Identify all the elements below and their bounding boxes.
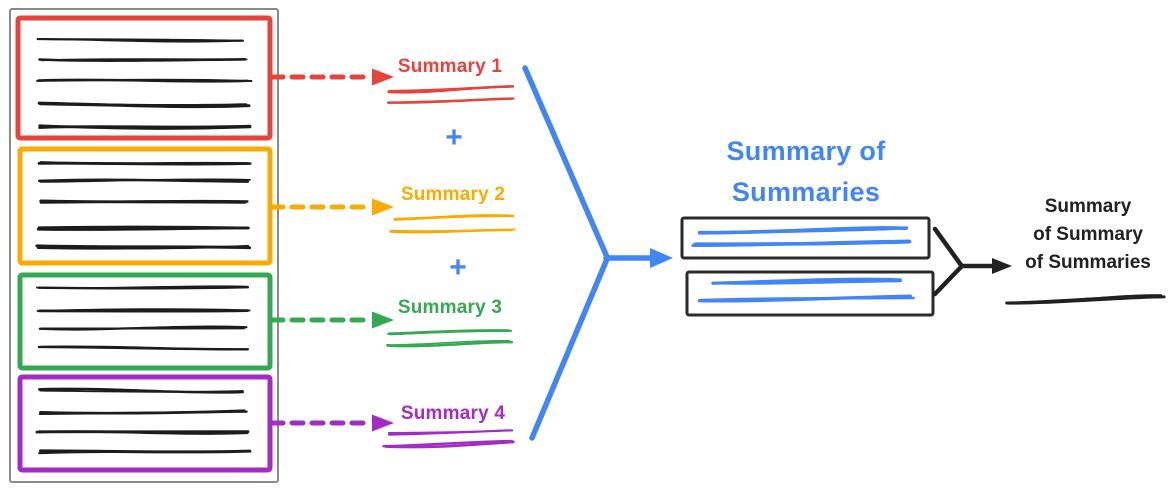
chunk-summary-scribble-2 [389, 214, 516, 234]
summary-of-summaries-title-line-2: Summaries [731, 177, 881, 207]
summary-of-summaries-box-2 [685, 270, 935, 317]
summary-of-summaries-title: Summary of Summaries [688, 131, 924, 213]
summary-of-summaries-box-1 [680, 216, 931, 260]
chunk-box-1-text-scribbles [36, 37, 253, 130]
plus-operator-1: + [445, 121, 463, 154]
blue-merge-arrow [522, 65, 673, 441]
dashed-arrow-chunk-1 [269, 68, 394, 86]
summary-of-summaries-title-line-1: Summary of [726, 136, 886, 166]
final-summary-line-3: of Summaries [1025, 252, 1151, 273]
chunk-summary-label-4: Summary 4 [400, 403, 506, 424]
final-summary-line-1: Summary [1044, 196, 1132, 217]
chunk-summary-label-3: Summary 3 [397, 297, 503, 318]
chunk-box-2-text-scribbles [35, 161, 252, 250]
final-summary-label: Summary of Summary of Summaries [1008, 193, 1168, 277]
dashed-arrow-chunk-4 [269, 414, 394, 432]
chunk-box-4-text-scribbles [35, 387, 252, 455]
source-document-box [9, 8, 279, 483]
chunk-summary-label-1: Summary 1 [397, 56, 503, 77]
chunk-summary-scribble-1 [386, 84, 515, 104]
chunk-summary-scribble-4 [382, 429, 515, 449]
plus-operator-2: + [449, 251, 467, 284]
chunk-box-1 [15, 15, 273, 141]
final-summary-line-2: of Summary [1033, 224, 1143, 245]
black-merge-arrow [932, 226, 1012, 297]
chunk-summary-label-2: Summary 2 [400, 184, 506, 205]
final-summary-scribble [1005, 294, 1166, 305]
dashed-arrow-chunk-3 [269, 311, 394, 329]
dashed-arrow-chunk-2 [269, 198, 394, 216]
chunk-box-3-text-scribbles [36, 285, 251, 351]
chunk-summary-scribble-3 [386, 329, 514, 348]
